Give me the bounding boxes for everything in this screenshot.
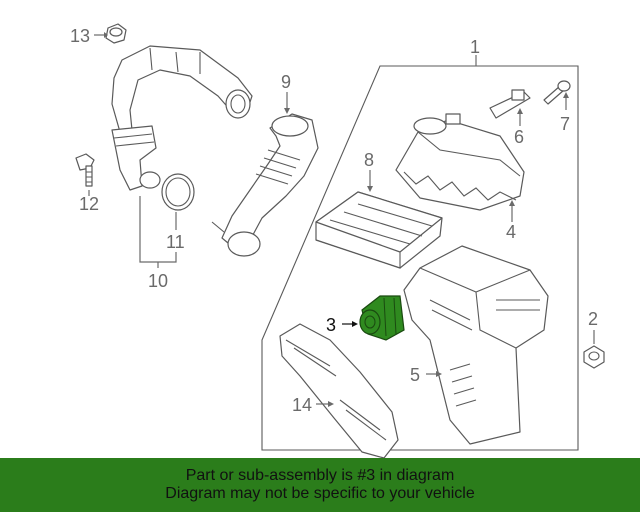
- callout-4: 4: [506, 222, 516, 242]
- filter-part-8: [315, 191, 443, 269]
- callout-2: 2: [588, 309, 598, 329]
- screw-part-7: [543, 80, 571, 105]
- nut-part-13: [105, 23, 127, 44]
- sensor-part-6: [489, 89, 531, 119]
- callout-11: 11: [166, 232, 185, 252]
- assembly-boundary: [261, 65, 579, 451]
- callout-7: 7: [560, 114, 570, 134]
- callout-6: 6: [514, 127, 524, 147]
- banner-line-2: Diagram may not be specific to your vehi…: [165, 485, 475, 502]
- intake-pipe-part-10: [111, 45, 253, 191]
- callout-8: 8: [364, 150, 374, 170]
- duct-part-14: [279, 323, 399, 459]
- hose-part-9: [211, 113, 319, 257]
- callout-5: 5: [410, 365, 420, 385]
- valve-part-3-highlighted: [359, 295, 405, 341]
- callout-10: 10: [148, 271, 168, 291]
- callout-3: 3: [326, 315, 336, 335]
- info-banner: Part or sub-assembly is #3 in diagram Di…: [0, 458, 640, 512]
- bolt-part-12: [75, 153, 95, 187]
- banner-line-1: Part or sub-assembly is #3 in diagram: [185, 467, 455, 484]
- callout-14: 14: [292, 395, 312, 415]
- callout-12: 12: [79, 194, 99, 214]
- callout-9: 9: [281, 72, 291, 92]
- nut-part-2: [583, 345, 605, 369]
- clamp-part-11: [161, 173, 195, 211]
- callout-13: 13: [70, 26, 90, 46]
- upper-housing-part-4: [395, 113, 525, 211]
- lower-housing-part-5: [403, 245, 549, 445]
- callout-1: 1: [470, 37, 480, 57]
